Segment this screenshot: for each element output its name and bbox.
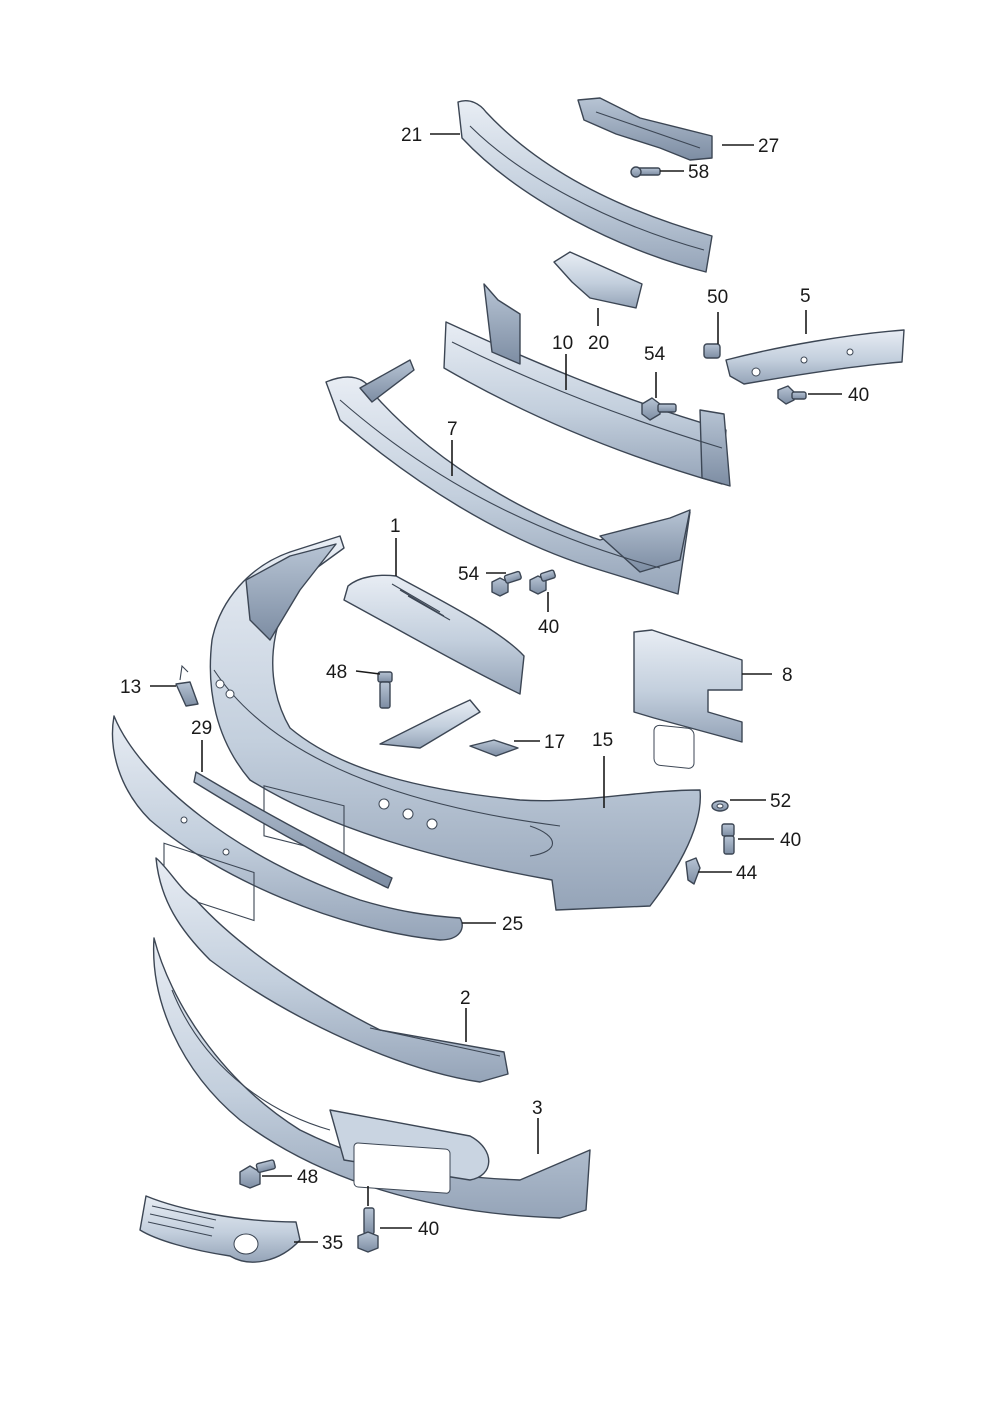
part-17-plate — [469, 739, 519, 757]
part-27-bracket — [577, 97, 713, 161]
part-10-reinforcement-beam — [443, 283, 731, 487]
callout-40-mid: 40 — [538, 617, 559, 638]
callout-35: 35 — [322, 1233, 343, 1254]
part-52-washer — [711, 800, 729, 812]
callout-17: 17 — [544, 732, 565, 753]
callout-44: 44 — [736, 863, 758, 884]
callout-54-upper: 54 — [644, 344, 666, 365]
part-48-screw-upper — [377, 671, 393, 709]
callout-13: 13 — [120, 677, 141, 698]
callout-50: 50 — [707, 287, 728, 308]
part-48-screw-lower — [239, 1159, 276, 1189]
part-1-grille — [343, 574, 525, 695]
callout-8: 8 — [782, 665, 793, 686]
callout-58: 58 — [688, 162, 709, 183]
part-3-lower-grille-panel — [152, 937, 591, 1219]
callout-25: 25 — [502, 914, 523, 935]
part-54-screw-upper — [641, 397, 677, 421]
callout-15: 15 — [592, 730, 613, 751]
part-2-deflector — [155, 857, 509, 1083]
callout-21: 21 — [401, 125, 422, 146]
part-25-lower-spoiler — [111, 715, 463, 941]
callout-48-lower: 48 — [297, 1167, 318, 1188]
part-54-screw-mid — [491, 570, 522, 597]
callout-27: 27 — [758, 136, 779, 157]
part-44-clip — [685, 857, 701, 885]
callout-labels: 21 27 58 50 5 10 20 54 40 7 1 54 40 48 8… — [120, 125, 869, 1254]
part-13-clip — [175, 664, 199, 707]
part-58-screw — [630, 166, 661, 178]
callout-48-upper: 48 — [326, 662, 347, 683]
callout-52: 52 — [770, 791, 791, 812]
part-40-screw-side — [721, 823, 735, 855]
callout-40-side: 40 — [780, 830, 801, 851]
part-20-cover — [553, 251, 643, 309]
callout-7: 7 — [447, 419, 458, 440]
callout-54-mid: 54 — [458, 564, 480, 585]
part-15-bumper-cover — [209, 535, 701, 911]
callout-29: 29 — [191, 718, 212, 739]
callout-5: 5 — [800, 286, 811, 307]
part-7-mounting-carrier — [325, 359, 691, 595]
callout-10: 10 — [552, 333, 573, 354]
callout-40-right: 40 — [848, 385, 869, 406]
callout-3: 3 — [532, 1098, 543, 1119]
callout-1: 1 — [390, 516, 401, 537]
leader-lines — [150, 133, 842, 1243]
part-5-side-bracket — [725, 329, 905, 385]
part-40-screw-lower — [357, 1207, 379, 1253]
part-40-screw-mid — [529, 569, 556, 595]
part-8-bracket-plate — [633, 629, 743, 769]
part-29-trim-strip — [193, 771, 393, 889]
part-35-fog-light-grille — [139, 1195, 301, 1263]
callout-40-lower: 40 — [418, 1219, 439, 1240]
part-40-screw-right — [777, 385, 807, 405]
callout-20: 20 — [588, 333, 609, 354]
part-21-energy-absorber — [457, 100, 713, 273]
part-50-clip — [703, 343, 721, 359]
callout-2: 2 — [460, 988, 471, 1009]
